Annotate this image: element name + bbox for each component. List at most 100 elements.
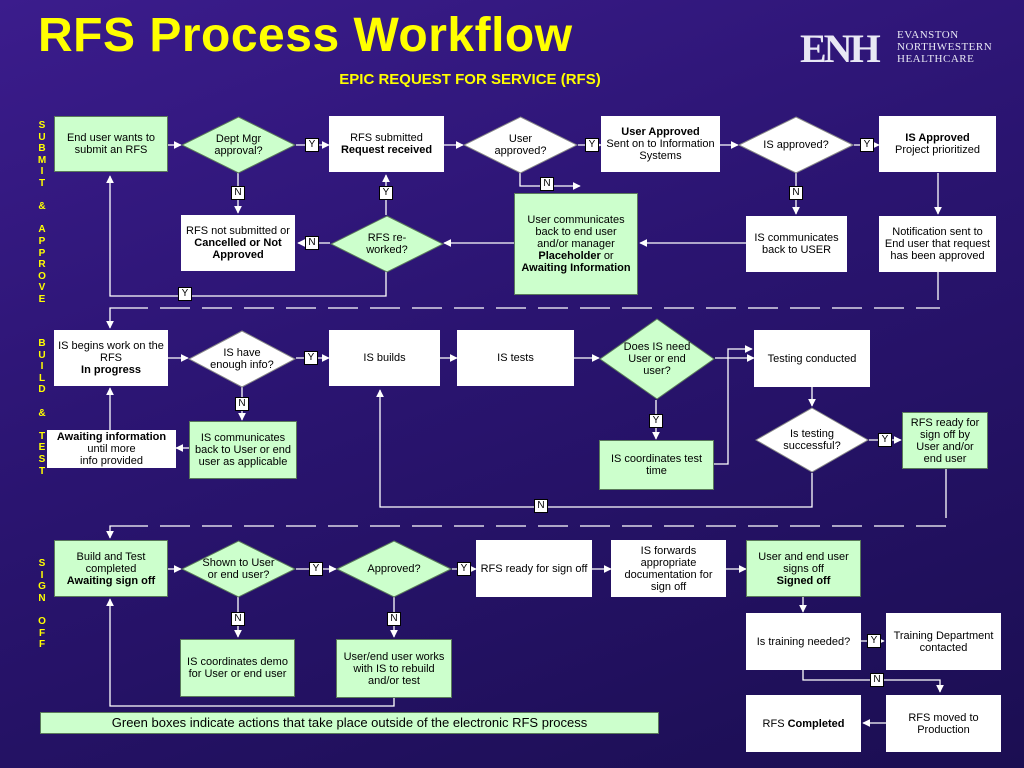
- node-user-works-with-is: User/end user works with IS to rebuild a…: [336, 639, 452, 698]
- decision-text: Shown to User or end user?: [202, 557, 275, 581]
- node-text: IS coordinates test time: [610, 453, 703, 477]
- section-letter: N: [38, 592, 46, 604]
- decision-shown-to-user: Shown to User or end user?: [181, 540, 296, 598]
- node-text-bold: Awaiting sign off: [66, 574, 156, 587]
- label-yes: Y: [304, 351, 318, 365]
- section-letter: T: [38, 177, 46, 189]
- node-text: IS builds: [363, 352, 406, 364]
- section-letter: P: [38, 247, 46, 259]
- decision-user-approved: User approved?: [463, 116, 578, 174]
- logo-line-1: EVANSTON: [897, 29, 959, 41]
- node-text: User/end user works with IS to rebuild a…: [343, 650, 445, 687]
- section-letter: S: [38, 453, 46, 465]
- node-is-training-needed: Is training needed?: [746, 613, 861, 670]
- label-yes: Y: [860, 138, 874, 152]
- node-rfs-ready-sign-off: RFS ready for sign off: [476, 540, 592, 597]
- node-text-bold: Awaiting Information: [521, 262, 631, 274]
- label-yes: Y: [457, 562, 471, 576]
- label-no: N: [235, 397, 249, 411]
- node-text: IS begins work on the RFS: [58, 340, 164, 364]
- node-is-tests: IS tests: [457, 330, 574, 386]
- node-text: until more: [87, 443, 136, 455]
- node-text: Notification sent to End user that reque…: [884, 226, 991, 262]
- node-text: or: [603, 250, 614, 262]
- section-letter: E: [38, 293, 46, 305]
- node-training-department: Training Department contacted: [886, 613, 1001, 670]
- label-no: N: [305, 236, 319, 250]
- section-letter: &: [38, 407, 46, 419]
- decision-dept-mgr-approval: Dept Mgr approval?: [181, 116, 296, 174]
- section-letter: E: [38, 442, 46, 454]
- node-is-builds: IS builds: [329, 330, 440, 386]
- node-text: RFS not submitted or: [186, 225, 290, 237]
- node-text: RFS moved to Production: [908, 711, 979, 736]
- node-text-bold: In progress: [81, 364, 141, 376]
- node-text-bold: IS Approved: [905, 132, 970, 144]
- node-text: Is training needed?: [756, 635, 851, 648]
- node-text: IS communicates back to USER: [754, 232, 839, 256]
- node-is-coordinates-demo: IS coordinates demo for User or end user: [180, 639, 295, 697]
- slide-subtitle: EPIC REQUEST FOR SERVICE (RFS): [339, 71, 601, 88]
- section-letter: O: [38, 615, 46, 627]
- label-yes: Y: [178, 287, 192, 301]
- node-text: User and end user signs off: [758, 550, 849, 575]
- decision-is-need-user: Does IS need User or end user?: [599, 318, 715, 400]
- decision-text: Approved?: [367, 563, 421, 575]
- label-no: N: [789, 186, 803, 200]
- section-letter: B: [38, 143, 46, 155]
- section-letter: U: [38, 349, 46, 361]
- node-rfs-moved-production: RFS moved to Production: [886, 695, 1001, 752]
- section-letter: O: [38, 270, 46, 282]
- decision-text: Dept Mgr approval?: [214, 133, 263, 157]
- section-letter: A: [38, 224, 46, 236]
- node-end-user-wants-rfs: End user wants to submit an RFS: [54, 116, 168, 172]
- node-text: IS communicates back to User or end user…: [195, 432, 291, 468]
- node-text: RFS ready for sign off by User and/or en…: [910, 416, 980, 465]
- decision-is-approved: IS approved?: [738, 116, 854, 174]
- section-letter: B: [38, 338, 46, 349]
- decision-text: IS have enough info?: [210, 347, 274, 371]
- section-letter: U: [38, 131, 46, 143]
- section-letter: F: [38, 639, 46, 651]
- node-text: IS forwards appropriate documentation fo…: [624, 544, 713, 593]
- section-letter: P: [38, 235, 46, 247]
- node-rfs-ready-sign-off-by-user: RFS ready for sign off by User and/or en…: [902, 412, 988, 469]
- label-yes: Y: [309, 562, 323, 576]
- node-is-communicates-back: IS communicates back to User or end user…: [189, 421, 297, 479]
- node-text: Project prioritized: [895, 144, 980, 156]
- section-letter: L: [38, 372, 46, 384]
- decision-rfs-reworked: RFS re-worked?: [330, 215, 444, 273]
- label-yes: Y: [585, 138, 599, 152]
- node-text: info provided: [80, 455, 143, 467]
- node-text-bold: Cancelled or Not Approved: [194, 237, 282, 261]
- section-letter: F: [38, 627, 46, 639]
- decision-text: Is testing successful?: [783, 428, 841, 452]
- logo-mark: ENH: [800, 29, 890, 69]
- node-text-bold: Placeholder: [538, 250, 601, 262]
- node-text-bold: Signed off: [776, 574, 831, 587]
- section-letter: &: [38, 201, 46, 213]
- node-text: RFS submitted: [350, 132, 423, 144]
- section-letter: I: [40, 361, 44, 373]
- node-text: IS coordinates demo for User or end user: [187, 656, 288, 680]
- logo-line-3: HEALTHCARE: [897, 53, 975, 65]
- label-no: N: [387, 612, 401, 626]
- node-is-communicates-user: IS communicates back to USER: [746, 216, 847, 272]
- node-text-bold: Awaiting information: [56, 431, 167, 443]
- section-letter: T: [38, 430, 46, 442]
- section-letter: D: [38, 384, 46, 396]
- label-no: N: [540, 177, 554, 191]
- decision-testing-successful: Is testing successful?: [755, 407, 869, 473]
- node-text: Testing conducted: [767, 352, 857, 365]
- node-notification-sent: Notification sent to End user that reque…: [879, 216, 996, 272]
- decision-approved: Approved?: [336, 540, 452, 598]
- section-letter: R: [38, 259, 46, 271]
- section-letter: T: [38, 465, 46, 477]
